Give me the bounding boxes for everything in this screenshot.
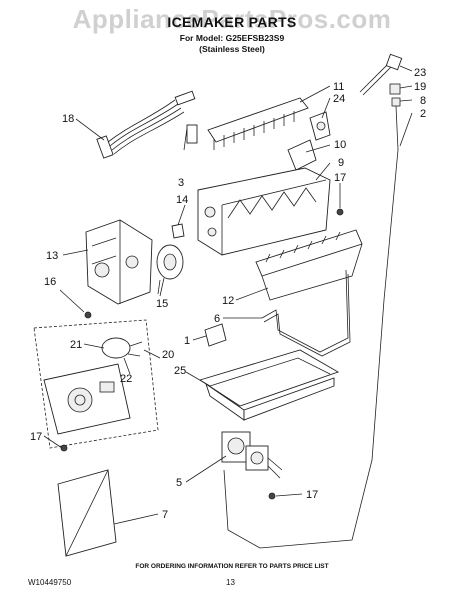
callout-1: 1	[184, 335, 190, 347]
callout-9: 9	[338, 157, 344, 169]
callout-16: 16	[44, 276, 56, 288]
part-17-screw-upper	[336, 208, 344, 216]
callout-24: 24	[333, 93, 345, 105]
callout-17-left: 17	[30, 431, 42, 443]
callout-25: 25	[174, 365, 186, 377]
callout-17-lower: 17	[306, 489, 318, 501]
callout-14: 14	[176, 194, 188, 206]
part-6-shutoff-arm	[261, 269, 351, 357]
callout-17-upper: 17	[334, 172, 346, 184]
part-18-wire-harness	[96, 90, 196, 159]
callout-18: 18	[62, 113, 74, 125]
part-13-control-housing	[85, 219, 153, 305]
part-3-clip	[183, 124, 198, 151]
part-15-motor	[156, 244, 184, 295]
part-24-bracket	[309, 111, 331, 141]
callout-10: 10	[334, 139, 346, 151]
part-1-shield	[204, 323, 227, 347]
part-21-22-thermostat	[101, 337, 143, 359]
callout-3: 3	[178, 177, 184, 189]
part-16-screw	[59, 289, 92, 319]
parts-23-19-8-2-fill-tube	[223, 53, 403, 549]
callout-11: 11	[333, 81, 344, 93]
diagram-title: ICEMAKER PARTS	[167, 14, 297, 30]
ordering-note: FOR ORDERING INFORMATION REFER TO PARTS …	[135, 563, 329, 570]
callout-23: 23	[414, 67, 426, 79]
document-number: W10449750	[28, 578, 72, 587]
part-14-clip	[171, 223, 185, 239]
part-17-screws-lower	[60, 444, 276, 500]
callout-15: 15	[156, 298, 168, 310]
callout-22: 22	[120, 373, 132, 385]
part-12-stripper	[255, 229, 363, 301]
callouts: 23 19 8 2 11 24 18 10 9 3 17 14 13 16 15…	[30, 67, 426, 521]
model-finish: (Stainless Steel)	[199, 44, 265, 54]
model-info: For Model: G25EFSB23S9 (Stainless Steel)	[0, 33, 464, 55]
part-25-ice-bin	[198, 349, 340, 421]
callout-19: 19	[414, 81, 426, 93]
model-number: For Model: G25EFSB23S9	[179, 33, 285, 43]
part-5-water-valve	[221, 431, 283, 479]
part-11-cover	[207, 97, 309, 150]
callout-21: 21	[70, 339, 82, 351]
callout-2: 2	[420, 108, 426, 120]
watermark: AppliancePartsPros.com	[72, 4, 392, 34]
callout-12: 12	[222, 295, 234, 307]
callout-8: 8	[420, 95, 426, 107]
leader-lines	[43, 65, 413, 525]
part-9-ice-mold	[197, 167, 331, 256]
callout-5: 5	[176, 477, 182, 489]
callout-6: 6	[214, 313, 220, 325]
callout-13: 13	[46, 250, 58, 262]
page-number: 13	[226, 578, 235, 587]
part-7-cover	[57, 469, 117, 557]
part-20-electronic-control-assembly	[33, 319, 159, 449]
callout-20: 20	[162, 349, 174, 361]
callout-7: 7	[162, 509, 168, 521]
